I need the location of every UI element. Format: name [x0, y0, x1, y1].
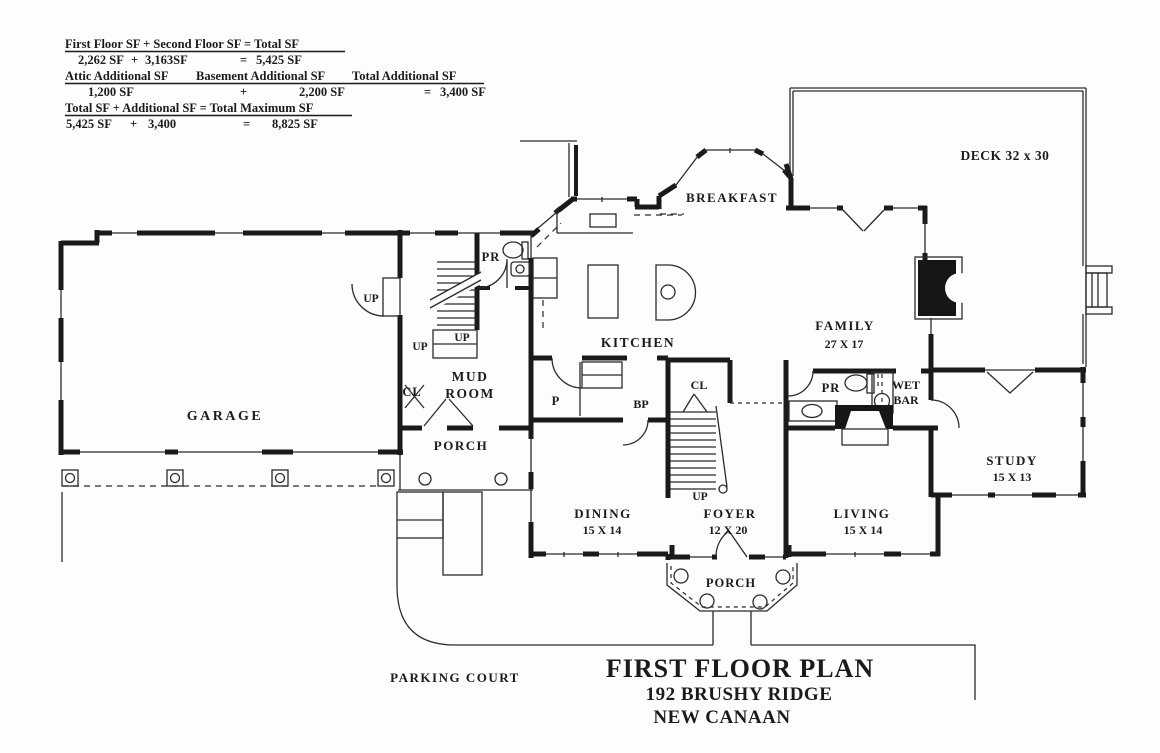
porch-post: [166, 469, 184, 487]
porch-column: [752, 594, 768, 610]
sf-row2-plus: +: [240, 85, 247, 99]
sink: [510, 261, 531, 277]
sf-row2-equals: =: [424, 85, 431, 99]
sf-row1-plus: +: [131, 53, 138, 67]
room-labels: GARAGE PORCH MUD ROOM CL UP UP UP PR KIT…: [187, 148, 1050, 685]
wet-bar-label-1: WET: [892, 378, 920, 392]
sf-row2-value1: 1,200 SF: [88, 85, 134, 99]
sf-row3-header: Total SF + Additional SF = Total Maximum…: [65, 101, 314, 115]
sf-row1-value2: 3,163SF: [145, 53, 188, 67]
foyer-label: FOYER: [704, 506, 757, 521]
vanity-sink: [801, 403, 823, 419]
rear-powder-label: PR: [482, 250, 501, 264]
porch-post: [377, 469, 395, 487]
kitchen-label: KITCHEN: [601, 335, 675, 350]
mud-closet-label: CL: [402, 385, 421, 399]
toilet: [502, 241, 524, 259]
butlers-pantry-label: BP: [633, 397, 648, 411]
porch-post: [61, 469, 79, 487]
study-label: STUDY: [986, 453, 1038, 468]
up-back-stair-label-2: UP: [454, 332, 469, 344]
living-fireplace: [835, 405, 893, 446]
sf-row2-header2: Basement Additional SF: [196, 69, 326, 83]
dining-dims-label: 15 X 14: [583, 523, 622, 537]
kitchen-sink: [660, 284, 676, 300]
sf-row2-header3: Total Additional SF: [352, 69, 457, 83]
stair-closet-label: CL: [691, 378, 708, 392]
parking-court-label: PARKING COURT: [390, 670, 520, 685]
family-fireplace: [914, 256, 975, 320]
sf-row2-total: 3,400 SF: [440, 85, 486, 99]
kitchen-casework: [532, 209, 697, 416]
porch-column: [699, 593, 715, 609]
main-stair: [670, 405, 728, 494]
sf-row3-total: 8,825 SF: [272, 117, 318, 131]
up-back-stair-label-1: UP: [412, 341, 427, 353]
pantry-label: P: [552, 394, 561, 408]
toilet: [844, 374, 868, 392]
up-main-stair-label: UP: [692, 491, 707, 503]
sf-row3-equals: =: [243, 117, 250, 131]
sf-row1-value1: 2,262 SF: [78, 53, 124, 67]
sf-row3-plus: +: [130, 117, 137, 131]
dining-label: DINING: [574, 506, 631, 521]
site-features: [61, 374, 976, 700]
plan-title: FIRST FLOOR PLAN: [606, 654, 874, 683]
porch-column: [494, 472, 508, 486]
living-dims-label: 15 X 14: [844, 523, 883, 537]
door-swings: [351, 209, 1034, 558]
plan-address: 192 BRUSHY RIDGE: [646, 684, 833, 705]
deck-label: DECK 32 x 30: [961, 148, 1050, 163]
family-dims-label: 27 X 17: [825, 337, 864, 351]
family-label: FAMILY: [815, 318, 875, 333]
kitchen-counter-curved: [655, 264, 697, 321]
sf-row1-total: 5,425 SF: [256, 53, 302, 67]
garage-label: GARAGE: [187, 409, 263, 424]
porch-column: [775, 569, 791, 585]
title-block: FIRST FLOOR PLAN 192 BRUSHY RIDGE NEW CA…: [606, 654, 874, 728]
mud-room-label-1: MUD: [452, 369, 489, 384]
breakfast-label: BREAKFAST: [686, 190, 778, 205]
sf-row2-value2: 2,200 SF: [299, 85, 345, 99]
porch-column: [673, 568, 689, 584]
rear-powder-fixtures: [502, 241, 531, 277]
back-stair: [429, 261, 482, 359]
porch-column: [418, 472, 432, 486]
front-porch-label: PORCH: [706, 576, 756, 590]
sf-calculation-table: First Floor SF + Second Floor SF = Total…: [65, 37, 486, 131]
sf-row1-header: First Floor SF + Second Floor SF = Total…: [65, 37, 299, 51]
sf-row1-equals: =: [240, 53, 247, 67]
study-dims-label: 15 X 13: [993, 470, 1032, 484]
sf-row2-header1: Attic Additional SF: [65, 69, 169, 83]
plan-city: NEW CANAAN: [653, 707, 790, 728]
kitchen-island: [587, 264, 619, 319]
sf-row3-value1: 5,425 SF: [66, 117, 112, 131]
front-powder-label: PR: [822, 381, 841, 395]
sf-row3-value2: 3,400: [148, 117, 176, 131]
rear-porch-label: PORCH: [434, 438, 488, 453]
living-label: LIVING: [834, 506, 891, 521]
porch-post: [271, 469, 289, 487]
mud-room-label-2: ROOM: [445, 386, 495, 401]
window-lines: [60, 140, 1084, 558]
up-garage-label: UP: [363, 293, 378, 305]
exterior-walls: [58, 145, 1086, 560]
wet-bar-label-2: BAR: [893, 393, 919, 407]
foyer-dims-label: 12 X 20: [709, 523, 748, 537]
